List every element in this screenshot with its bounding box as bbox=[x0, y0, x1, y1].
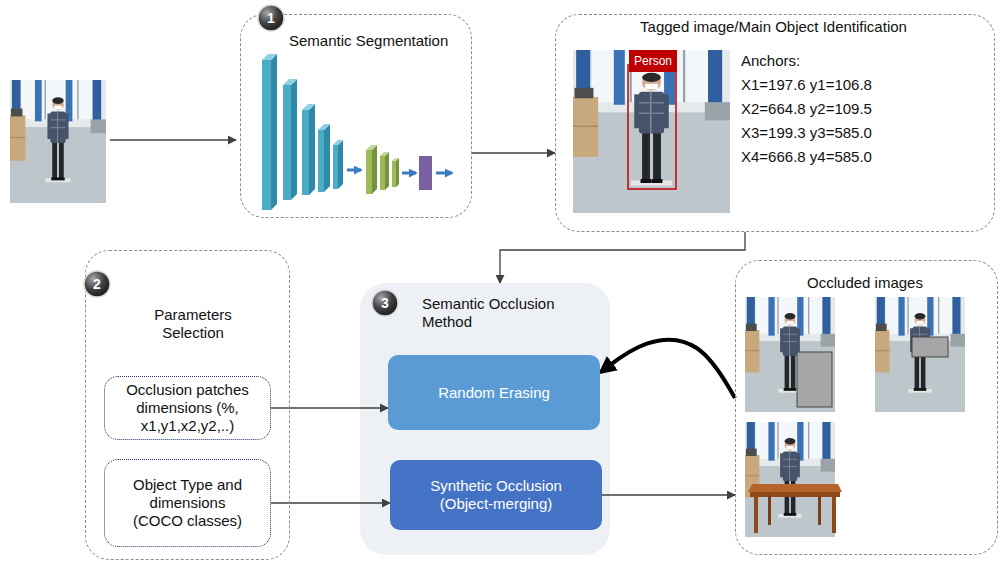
art-shape bbox=[347, 169, 361, 172]
parameter-box: Object Type and dimensions (COCO classes… bbox=[104, 459, 271, 547]
art-shape bbox=[754, 497, 758, 533]
flow-arrow bbox=[271, 407, 388, 408]
table-occluder bbox=[748, 484, 842, 533]
parameter-text: Object Type and dimensions (COCO classes… bbox=[128, 476, 248, 530]
anchor-coordinate: X2=664.8 y2=109.5 bbox=[741, 100, 872, 118]
panel-title: Tagged image/Main Object Identification bbox=[556, 18, 991, 36]
method-box: Synthetic Occlusion (Object-merging) bbox=[390, 460, 602, 530]
method-text: Synthetic Occlusion (Object-merging) bbox=[406, 477, 586, 513]
art-shape bbox=[309, 104, 315, 195]
art-shape bbox=[366, 145, 377, 150]
art-shape bbox=[385, 152, 389, 190]
art-shape bbox=[283, 85, 291, 200]
art-shape bbox=[396, 158, 399, 187]
step-badge: 3 bbox=[371, 289, 399, 317]
art-shape bbox=[380, 156, 385, 190]
panel-title: Semantic Segmentation bbox=[289, 32, 448, 50]
art-shape bbox=[333, 140, 343, 145]
panel-fill bbox=[360, 283, 610, 555]
method-panel: Semantic Occlusion Method 3Random Erasing… bbox=[360, 283, 610, 555]
panel-title: Parameters Selection bbox=[143, 306, 243, 342]
anchor-heading: Anchors: bbox=[741, 52, 800, 70]
art-shape bbox=[302, 104, 315, 110]
art-shape bbox=[768, 495, 771, 525]
panel-title: Occluded images bbox=[736, 274, 994, 292]
art-shape bbox=[366, 150, 372, 194]
class-tag: Person bbox=[629, 50, 677, 72]
art-shape bbox=[271, 54, 277, 210]
art-shape bbox=[419, 156, 432, 190]
stage-panel: Semantic Segmentation1 bbox=[240, 14, 472, 218]
art-shape bbox=[748, 484, 842, 492]
badge-circle-shape bbox=[258, 5, 284, 31]
occluded-photo bbox=[745, 422, 835, 537]
badge-circle-shape bbox=[372, 290, 398, 316]
erasing-patch bbox=[912, 337, 948, 357]
input-arrow bbox=[110, 139, 236, 140]
art-shape bbox=[318, 124, 330, 130]
step-badge: 1 bbox=[257, 4, 285, 32]
method-box: Random Erasing bbox=[388, 355, 600, 430]
art-shape bbox=[832, 497, 836, 533]
step-number: 1 bbox=[267, 9, 275, 27]
art-shape bbox=[818, 495, 821, 525]
badge-circle-shape bbox=[84, 271, 110, 297]
art-shape bbox=[436, 172, 452, 175]
art-shape bbox=[262, 54, 277, 60]
stage-panel: Parameters Selection 2Occlusion patches d… bbox=[85, 250, 290, 560]
result-panel: Occluded images bbox=[735, 260, 998, 555]
art-shape bbox=[372, 145, 377, 194]
occluded-photo bbox=[745, 297, 835, 412]
step-number: 2 bbox=[93, 275, 101, 293]
occluded-photo bbox=[875, 297, 965, 412]
tagged-photo bbox=[573, 50, 730, 213]
art-shape bbox=[262, 60, 271, 210]
art-shape bbox=[750, 492, 840, 497]
art-shape bbox=[302, 110, 309, 195]
art-shape bbox=[333, 145, 338, 189]
art-shape bbox=[291, 79, 297, 200]
class-label: Person bbox=[634, 53, 672, 69]
flow-arrow bbox=[602, 494, 735, 495]
panel-title: Semantic Occlusion Method bbox=[422, 295, 572, 331]
art-shape bbox=[402, 172, 416, 175]
art-shape bbox=[392, 158, 399, 161]
stage-panel: Tagged image/Main Object IdentificationA… bbox=[555, 14, 995, 232]
step-badge: 2 bbox=[83, 270, 111, 298]
art-shape bbox=[318, 130, 324, 192]
feedback-arrow bbox=[601, 340, 735, 398]
flow-arrow bbox=[472, 152, 555, 153]
anchor-coordinate: X3=199.3 y3=585.0 bbox=[741, 124, 872, 142]
art-shape bbox=[380, 152, 389, 156]
input-photo bbox=[10, 80, 106, 203]
art-shape bbox=[324, 124, 330, 192]
bounding-box bbox=[628, 65, 676, 189]
cnn-illustration bbox=[262, 54, 452, 210]
art-shape bbox=[392, 161, 396, 187]
parameter-box: Occlusion patches dimensions (%, x1,y1,x… bbox=[104, 376, 271, 440]
art-shape bbox=[338, 140, 343, 189]
step-number: 3 bbox=[381, 294, 389, 312]
parameter-text: Occlusion patches dimensions (%, x1,y1,x… bbox=[123, 381, 253, 435]
anchor-coordinate: X4=666.8 y4=585.0 bbox=[741, 148, 872, 166]
art-shape bbox=[283, 79, 297, 85]
erasing-patch bbox=[797, 352, 832, 407]
flow-arrow bbox=[500, 232, 745, 283]
flow-arrow bbox=[271, 502, 390, 503]
anchor-coordinate: X1=197.6 y1=106.8 bbox=[741, 76, 872, 94]
method-text: Random Erasing bbox=[438, 384, 550, 402]
